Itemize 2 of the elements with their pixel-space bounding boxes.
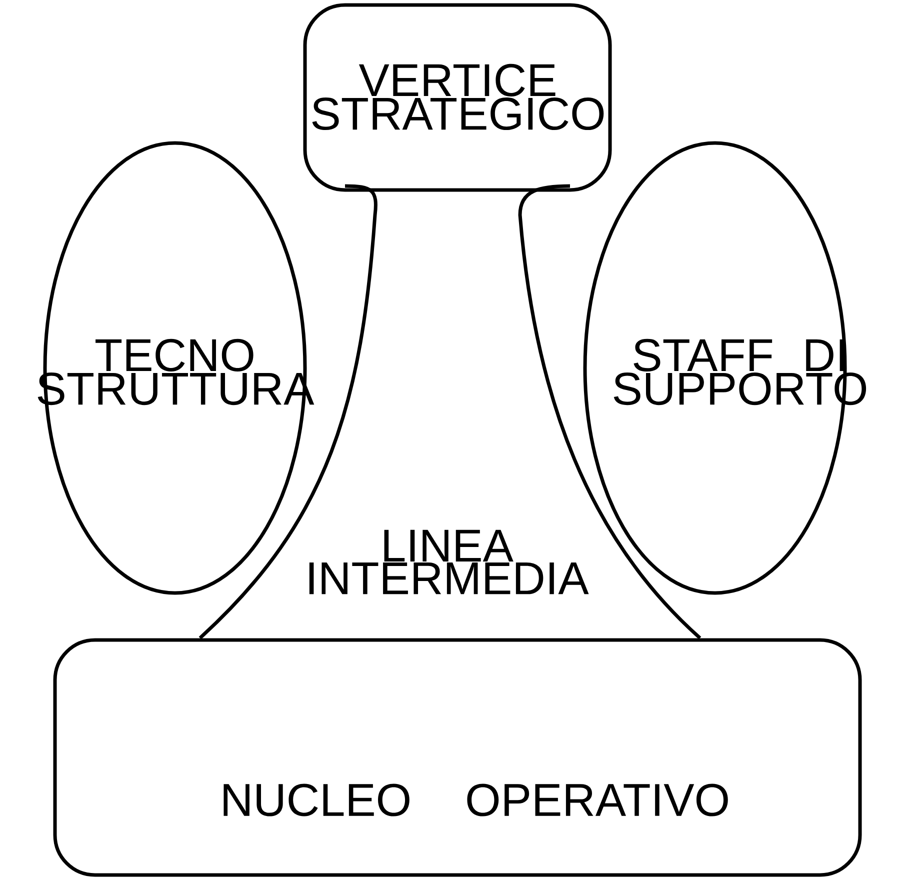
operating-core-box: NUCLEO OPERATIVO: [53, 638, 862, 877]
strategic-apex-box: VERTICE STRATEGICO: [303, 3, 612, 192]
